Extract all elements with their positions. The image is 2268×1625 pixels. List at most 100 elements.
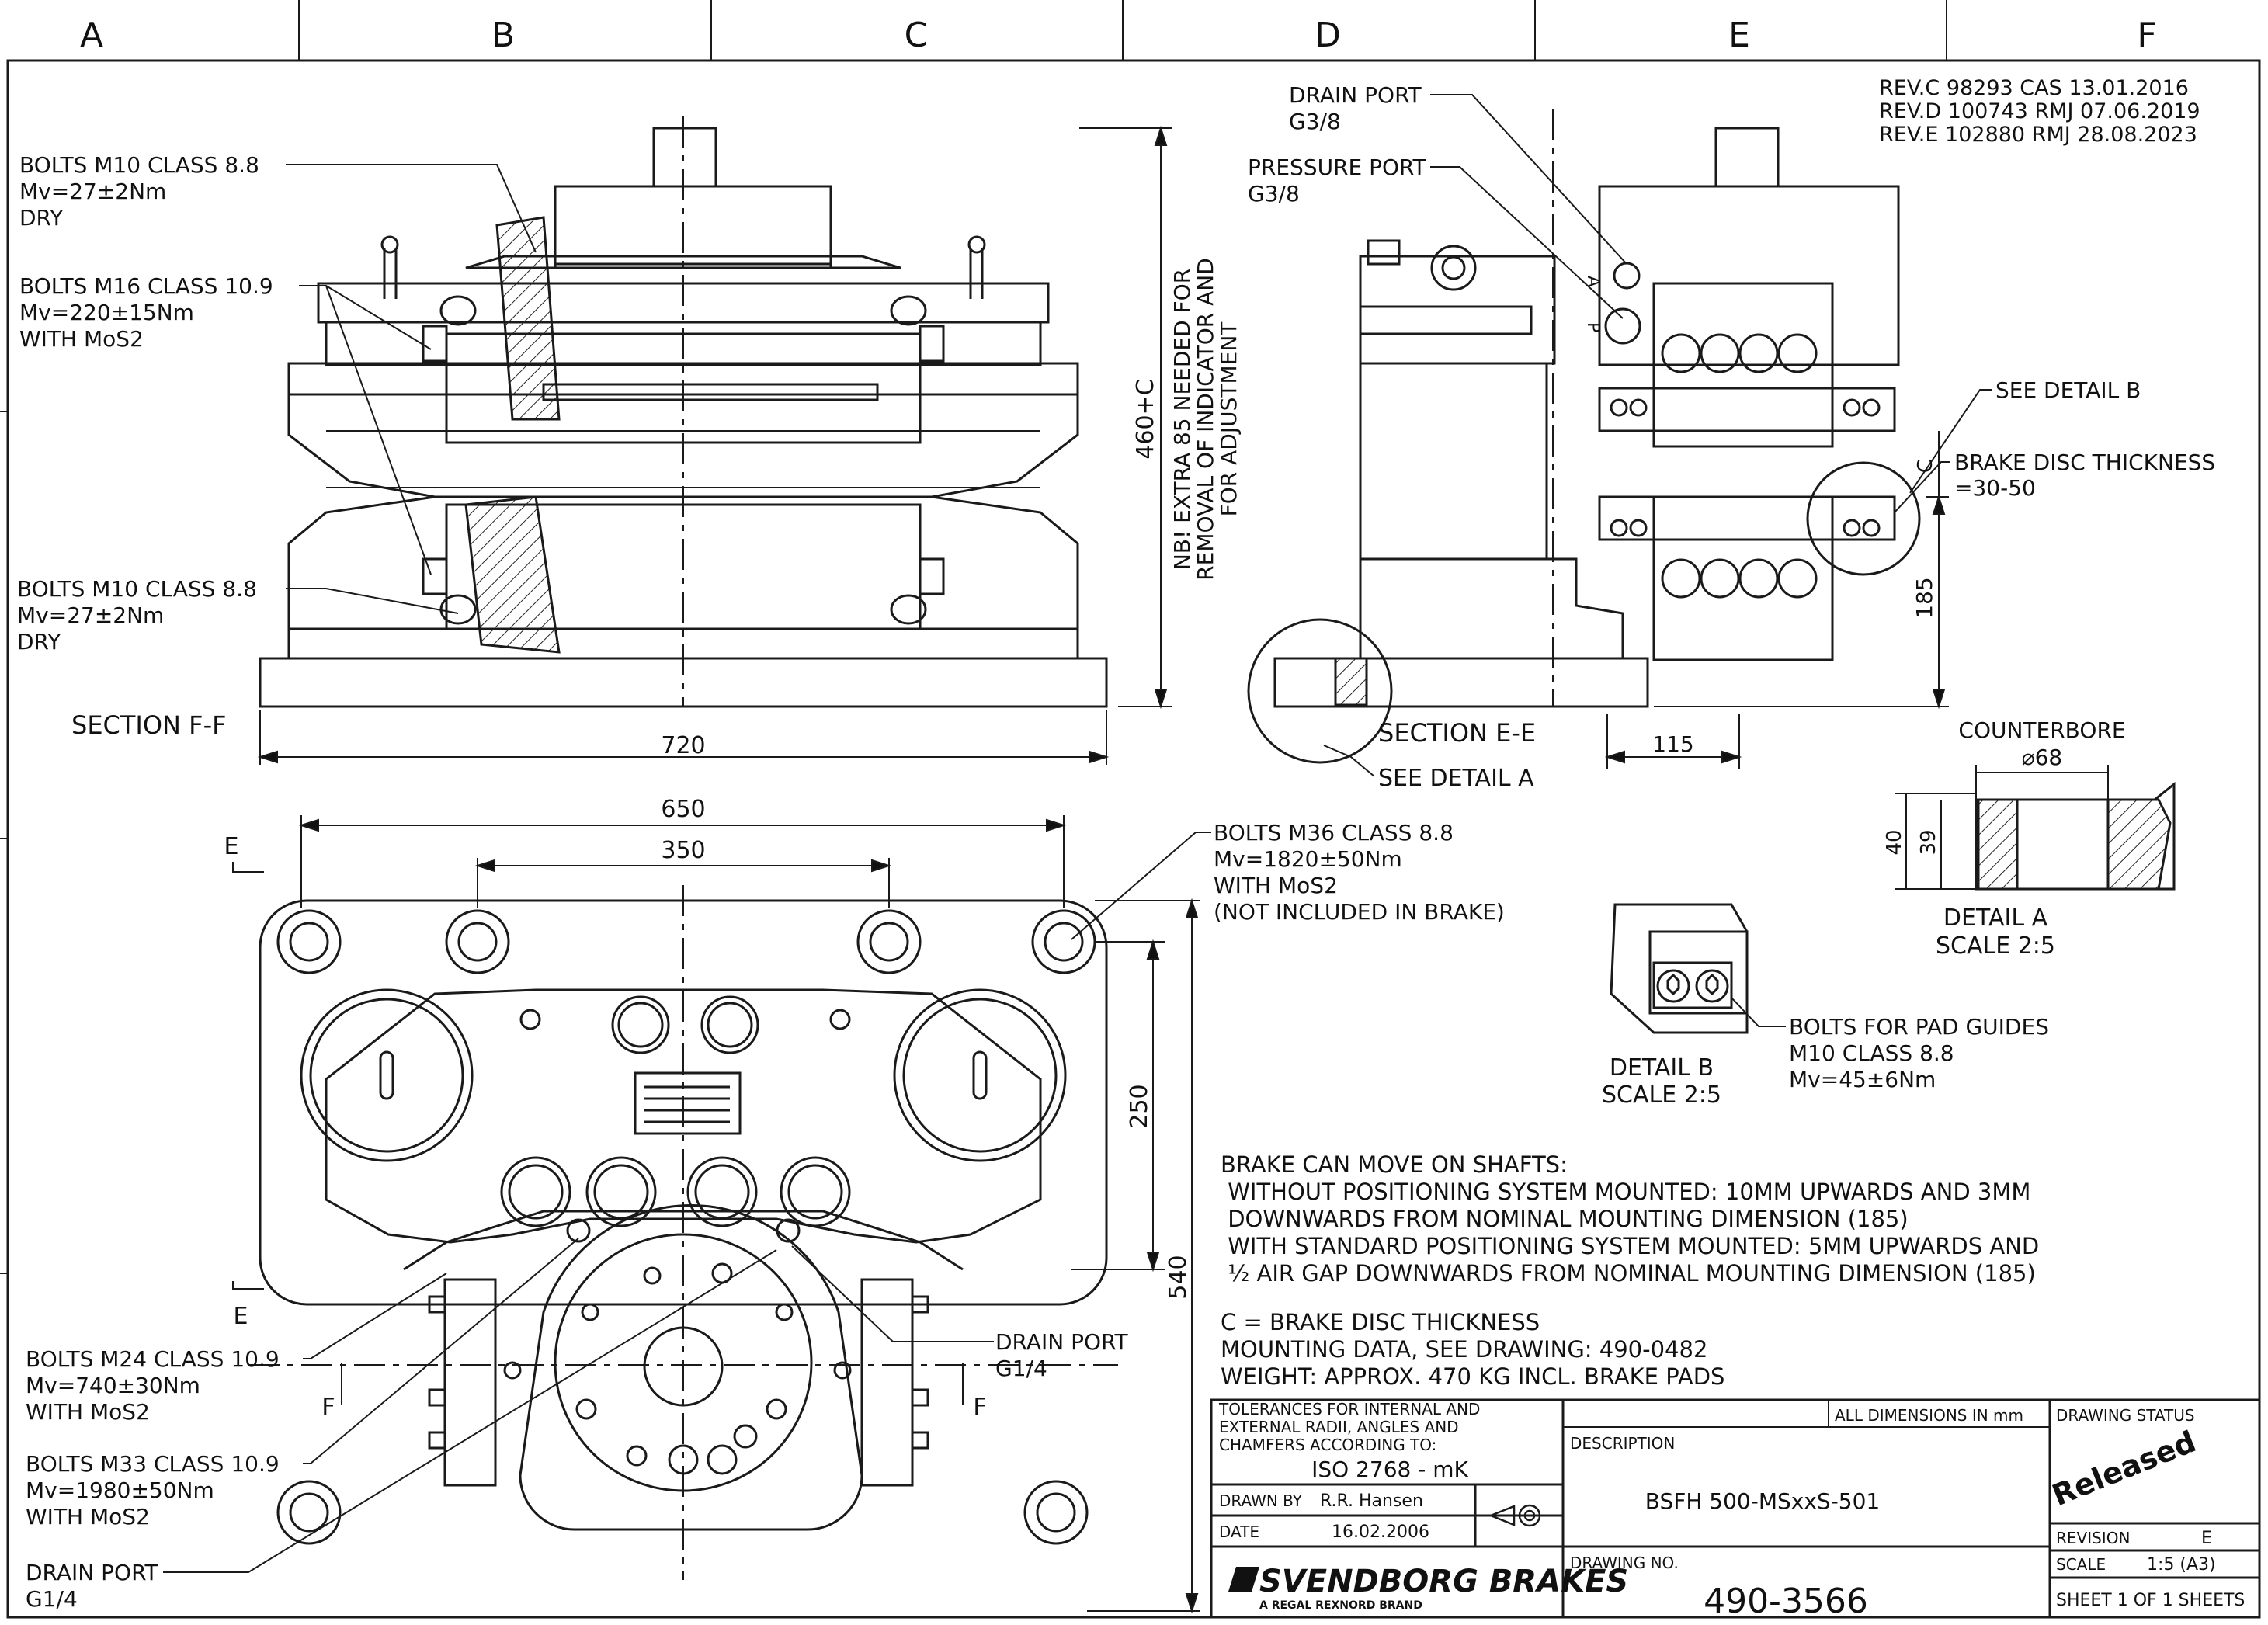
callout-line: =30-50: [1954, 475, 2036, 501]
revision-entry: REV.C 98293 CAS 13.01.2016: [1879, 76, 2189, 100]
section-ee-annotations: DRAIN PORT G3/8 PRESSURE PORT G3/8 A P S…: [1248, 82, 2215, 792]
detail-a-diameter: ⌀68: [2022, 745, 2063, 770]
callout-pressure-port: PRESSURE PORT G3/8: [1248, 155, 1426, 207]
dim-height-460c: 460+C: [1132, 379, 1159, 459]
callout-pad-guide-bolts: BOLTS FOR PAD GUIDES M10 CLASS 8.8 Mv=45…: [1789, 1014, 2049, 1092]
callout-line: BOLTS M10 CLASS 8.8: [17, 576, 257, 602]
section-mark-e: E: [224, 833, 239, 860]
scale-label: SCALE: [2056, 1555, 2106, 1574]
callout-line: DRAIN PORT: [995, 1329, 1128, 1355]
callout-line: DRY: [19, 205, 64, 231]
callout-line: WITH MoS2: [1214, 873, 1338, 898]
see-detail-a: SEE DETAIL A: [1378, 765, 1534, 792]
section-ee-title: SECTION E-E: [1378, 718, 1536, 748]
dim-650: 650: [661, 796, 705, 823]
removal-note-line: NB! EXTRA 85 NEEDED FOR: [1169, 269, 1195, 570]
callout-line: BOLTS M16 CLASS 10.9: [19, 273, 273, 299]
callout-line: Mv=1980±50Nm: [26, 1477, 214, 1503]
callout-line: Mv=220±15Nm: [19, 300, 194, 325]
tolerance-line: TOLERANCES FOR INTERNAL AND: [1218, 1400, 1480, 1418]
callout-drain-port: DRAIN PORT G3/8: [1289, 82, 1422, 134]
zone-label-d: D: [1315, 16, 1341, 55]
callout-line: WITH MoS2: [19, 326, 144, 352]
company-name: SVENDBORG BRAKES: [1259, 1564, 1628, 1599]
zone-label-b: B: [491, 16, 515, 55]
plan-view-annotations: 650 350 250 540 E E F F BOLTS M36 CLASS …: [26, 796, 1505, 1614]
section-ff-view: [259, 116, 1108, 708]
callout-line: WITH MoS2: [26, 1504, 150, 1530]
callout-line: PRESSURE PORT: [1248, 155, 1426, 180]
callout-bolts-m10-top: BOLTS M10 CLASS 8.8 Mv=27±2Nm DRY: [19, 152, 259, 231]
dim-width-720: 720: [661, 732, 705, 759]
dim-350: 350: [661, 837, 705, 864]
description-label: DESCRIPTION: [1570, 1434, 1675, 1453]
section-mark-f: F: [321, 1394, 335, 1421]
dim-185: 185: [1912, 577, 1937, 618]
callout-bolts-m16: BOLTS M16 CLASS 10.9 Mv=220±15Nm WITH Mo…: [19, 273, 273, 352]
callout-line: DRAIN PORT: [26, 1560, 158, 1585]
callout-line: WITH MoS2: [26, 1399, 150, 1425]
drawing-no-label: DRAWING NO.: [1570, 1554, 1679, 1572]
dim-115: 115: [1652, 731, 1693, 757]
callout-line: BRAKE DISC THICKNESS: [1954, 450, 2215, 475]
drawing-no-value: 490-3566: [1704, 1582, 1868, 1621]
revision-entry: REV.D 100743 RMJ 07.06.2019: [1879, 99, 2200, 123]
tolerance-line: CHAMFERS ACCORDING TO:: [1219, 1436, 1436, 1454]
note-line: WITHOUT POSITIONING SYSTEM MOUNTED: 10MM…: [1221, 1179, 2030, 1205]
scale-value: 1:5 (A3): [2147, 1555, 2216, 1575]
callout-line: BOLTS M24 CLASS 10.9: [26, 1346, 280, 1372]
detail-b-title: DETAIL B: [1610, 1054, 1714, 1082]
zone-label-f: F: [2137, 16, 2156, 55]
detail-b: DETAIL B SCALE 2:5 BOLTS FOR PAD GUIDES …: [1602, 903, 2049, 1109]
general-notes: BRAKE CAN MOVE ON SHAFTS: WITHOUT POSITI…: [1221, 1151, 2039, 1390]
detail-a: COUNTERBORE ⌀68 40 39 DETAIL A SCALE 2:5: [1883, 717, 2176, 960]
callout-line: Mv=1820±50Nm: [1214, 846, 1402, 872]
callout-line: BOLTS M33 CLASS 10.9: [26, 1451, 280, 1477]
callout-line: BOLTS FOR PAD GUIDES: [1789, 1014, 2049, 1040]
note-line: C = BRAKE DISC THICKNESS: [1221, 1309, 1540, 1335]
released-stamp: Released: [2047, 1424, 2200, 1512]
callout-line: G3/8: [1289, 109, 1341, 134]
callout-line: Mv=27±2Nm: [19, 179, 166, 204]
date-value: 16.02.2006: [1332, 1523, 1429, 1542]
title-block: TOLERANCES FOR INTERNAL AND EXTERNAL RAD…: [1210, 1398, 2261, 1621]
dim-540: 540: [1165, 1255, 1192, 1299]
date-label: DATE: [1219, 1523, 1259, 1541]
callout-bolts-m24: BOLTS M24 CLASS 10.9 Mv=740±30Nm WITH Mo…: [26, 1346, 280, 1425]
section-mark-e: E: [234, 1303, 248, 1330]
note-line: BRAKE CAN MOVE ON SHAFTS:: [1221, 1151, 1568, 1178]
zone-label-a: A: [80, 16, 103, 55]
removal-note: NB! EXTRA 85 NEEDED FOR REMOVAL OF INDIC…: [1169, 258, 1242, 581]
revision-value: E: [2201, 1529, 2212, 1548]
callout-bolts-m33: BOLTS M33 CLASS 10.9 Mv=1980±50Nm WITH M…: [26, 1451, 280, 1530]
tolerance-line: EXTERNAL RADII, ANGLES AND: [1219, 1418, 1459, 1436]
callout-line: Mv=27±2Nm: [17, 602, 164, 628]
port-label-p: P: [1583, 322, 1603, 332]
section-ff-annotations: 720 460+C NB! EXTRA 85 NEEDED FOR REMOVA…: [17, 125, 1242, 765]
removal-note-line: REMOVAL OF INDICATOR AND: [1193, 258, 1218, 581]
dim-250: 250: [1126, 1084, 1153, 1128]
callout-line: Mv=45±6Nm: [1789, 1067, 1936, 1092]
callout-bolts-m36: BOLTS M36 CLASS 8.8 Mv=1820±50Nm WITH Mo…: [1214, 820, 1505, 925]
note-line: MOUNTING DATA, SEE DRAWING: 490-0482: [1221, 1336, 1707, 1363]
callout-line: G1/4: [26, 1586, 78, 1612]
callout-line: G3/8: [1248, 181, 1300, 207]
section-ee-view: [1247, 109, 1921, 764]
revision-entry: REV.E 102880 RMJ 28.08.2023: [1879, 123, 2197, 147]
callout-line: BOLTS M36 CLASS 8.8: [1214, 820, 1454, 845]
detail-a-title: DETAIL A: [1943, 905, 2048, 932]
callout-brake-disc-thickness: BRAKE DISC THICKNESS =30-50: [1954, 450, 2215, 501]
drawing-status-label: DRAWING STATUS: [2056, 1406, 2195, 1425]
removal-note-line: FOR ADJUSTMENT: [1216, 321, 1242, 517]
iso-standard: ISO 2768 - mK: [1311, 1457, 1468, 1482]
callout-drain-port-right: DRAIN PORT G1/4: [995, 1329, 1128, 1381]
note-line: WITH STANDARD POSITIONING SYSTEM MOUNTED…: [1221, 1233, 2039, 1259]
company-logo: SVENDBORG BRAKES A REGAL REXNORD BRAND: [1228, 1564, 1628, 1612]
callout-line: (NOT INCLUDED IN BRAKE): [1214, 899, 1505, 925]
detail-a-counterbore: COUNTERBORE: [1958, 717, 2125, 743]
plan-view: [248, 885, 1118, 1580]
sheet-count: SHEET 1 OF 1 SHEETS: [2056, 1591, 2245, 1610]
callout-line: BOLTS M10 CLASS 8.8: [19, 152, 259, 178]
